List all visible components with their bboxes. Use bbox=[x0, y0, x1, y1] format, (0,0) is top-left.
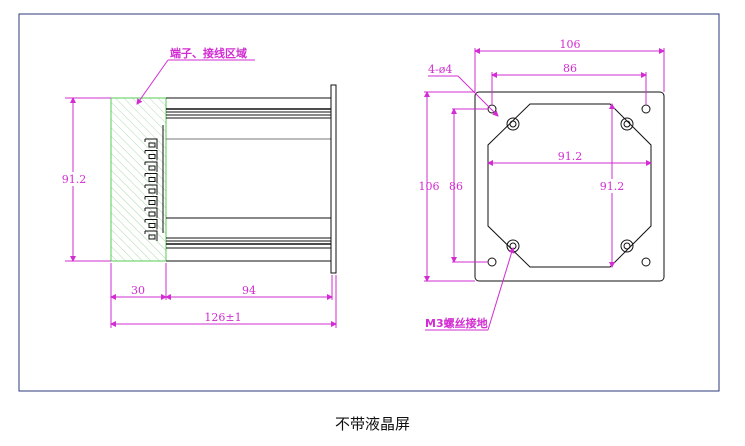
cutout-height-dimension: 91.2 bbox=[600, 180, 625, 193]
terminal-depth-dimension: 30 bbox=[131, 284, 145, 297]
plate-height-dimension: 106 bbox=[419, 180, 440, 193]
terminal-screw bbox=[148, 234, 156, 240]
terminal-screw bbox=[148, 211, 156, 217]
terminal-screw bbox=[148, 154, 156, 159]
terminal-block bbox=[144, 138, 158, 241]
cutout-width-dimension: 91.2 bbox=[558, 150, 583, 163]
housing-body bbox=[162, 84, 337, 274]
ground-screw-label: M3螺丝接地 bbox=[425, 316, 488, 330]
terminal-screw bbox=[148, 142, 156, 148]
terminal-slot bbox=[144, 196, 158, 207]
mounting-plate bbox=[474, 91, 665, 282]
terminal-slot bbox=[144, 219, 158, 230]
terminal-screw bbox=[148, 200, 156, 205]
body-depth-dimension: 94 bbox=[242, 284, 256, 297]
hole-spacing-h-dimension: 86 bbox=[563, 62, 577, 75]
hole-label: 4-ø4 bbox=[428, 63, 452, 76]
plate-width-dimension: 106 bbox=[560, 38, 581, 51]
total-depth-dimension: 126±1 bbox=[204, 311, 241, 324]
drawing-frame bbox=[18, 13, 720, 392]
terminal-zone bbox=[110, 97, 167, 262]
side-view: 端子、接线区域 91.2 30 94 126±1 bbox=[60, 46, 337, 328]
terminal-screw bbox=[148, 165, 156, 171]
front-view: 106 86 4-ø4 106 86 91.2 91.2 M3螺丝接地 bbox=[419, 38, 665, 331]
terminal-zone-label: 端子、接线区域 bbox=[170, 46, 247, 60]
terminal-slot bbox=[144, 150, 158, 161]
terminal-screw bbox=[148, 177, 156, 182]
terminal-screw bbox=[148, 188, 156, 194]
terminal-slot bbox=[144, 138, 158, 149]
terminal-slot bbox=[144, 173, 158, 184]
caption: 不带液晶屏 bbox=[334, 415, 410, 433]
terminal-slot bbox=[144, 161, 158, 172]
terminal-slot bbox=[144, 207, 158, 218]
hole-spacing-v-dimension: 86 bbox=[449, 180, 463, 193]
height-dimension: 91.2 bbox=[62, 173, 87, 186]
terminal-screw bbox=[148, 223, 156, 228]
terminal-slot bbox=[144, 184, 158, 195]
terminal-slot bbox=[144, 230, 158, 241]
